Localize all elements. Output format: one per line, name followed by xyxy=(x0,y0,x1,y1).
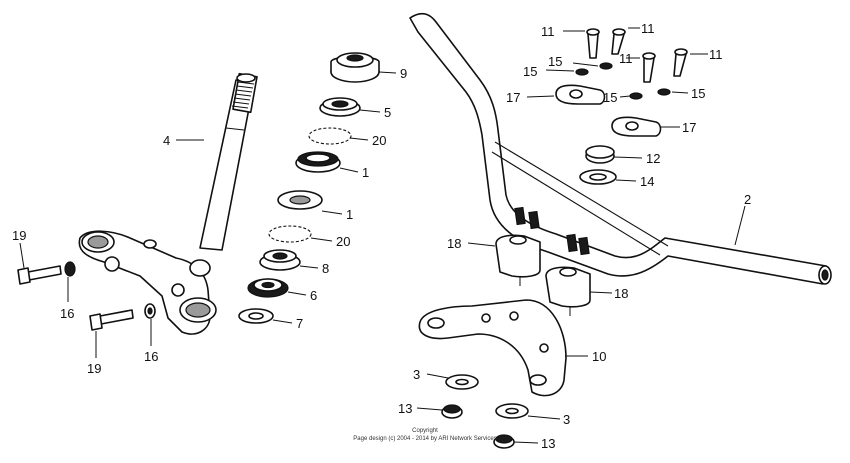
lock-washer-12 xyxy=(585,145,615,164)
callout-labels: 11 11 11 11 15 15 15 15 17 17 12 14 2 18… xyxy=(12,21,751,451)
nut-upper xyxy=(64,261,76,277)
steel-ball-set-upper xyxy=(308,127,352,145)
callout-13: 13 xyxy=(398,401,412,416)
upper-holder-right xyxy=(611,116,662,137)
callout-18: 18 xyxy=(447,236,461,251)
dust-seal xyxy=(247,278,289,298)
copyright-line-1: Copyright xyxy=(412,428,438,434)
nut-13-right xyxy=(493,434,515,449)
ball-race-upper xyxy=(295,151,341,173)
callout-16: 16 xyxy=(144,349,158,364)
callout-11: 11 xyxy=(709,47,723,62)
callout-15: 15 xyxy=(691,86,705,101)
pinch-bolt-lower xyxy=(89,309,134,331)
callout-18: 18 xyxy=(614,286,628,301)
callout-20: 20 xyxy=(336,234,350,249)
callout-8: 8 xyxy=(322,261,329,276)
holder-washers xyxy=(575,62,671,100)
washer-3-left xyxy=(445,374,479,390)
leader-lines xyxy=(19,27,746,444)
handlebar xyxy=(409,12,832,285)
callout-5: 5 xyxy=(384,105,391,120)
lower-holder-left xyxy=(495,234,541,286)
handlebar-bracket xyxy=(418,299,567,397)
cone-race-lower xyxy=(259,249,301,271)
callout-15: 15 xyxy=(523,64,537,79)
steering-stem xyxy=(78,72,258,335)
washer-3-right xyxy=(495,403,529,419)
callout-12: 12 xyxy=(646,151,660,166)
callout-15: 15 xyxy=(603,90,617,105)
callout-3: 3 xyxy=(413,367,420,382)
copyright-notice: Copyright Page design (c) 2004 - 2014 by… xyxy=(353,428,496,442)
callout-7: 7 xyxy=(296,316,303,331)
knurl-mark-left xyxy=(514,206,526,226)
callout-1: 1 xyxy=(346,207,353,222)
knurl-mark-right xyxy=(566,233,578,253)
pinch-bolt-upper xyxy=(17,265,62,285)
callout-11: 11 xyxy=(541,24,555,39)
callout-14: 14 xyxy=(640,174,654,189)
dust-seal-washer xyxy=(238,308,274,324)
callout-19: 19 xyxy=(87,361,101,376)
callout-17: 17 xyxy=(682,120,696,135)
callout-9: 9 xyxy=(400,66,407,81)
nut-lower xyxy=(144,303,156,319)
lower-holder-right xyxy=(545,266,591,316)
callout-3: 3 xyxy=(563,412,570,427)
callout-19: 19 xyxy=(12,228,26,243)
callout-17: 17 xyxy=(506,90,520,105)
callout-10: 10 xyxy=(592,349,606,364)
callout-11: 11 xyxy=(641,21,655,36)
copyright-line-2: Page design (c) 2004 - 2014 by ARI Netwo… xyxy=(353,436,496,442)
callout-13: 13 xyxy=(541,436,555,451)
nut-13-left xyxy=(441,404,463,419)
steel-ball-set-lower xyxy=(268,225,312,243)
stem-nut xyxy=(330,52,380,83)
callout-6: 6 xyxy=(310,288,317,303)
holder-bolts xyxy=(586,28,688,83)
callout-20: 20 xyxy=(372,133,386,148)
ball-race-lower xyxy=(277,190,323,210)
callout-2: 2 xyxy=(744,192,751,207)
callout-4: 4 xyxy=(163,133,170,148)
washer-14 xyxy=(579,169,617,185)
cone-race-upper xyxy=(319,97,361,117)
upper-holder-left xyxy=(555,84,606,105)
callout-11: 11 xyxy=(619,51,633,66)
callout-1: 1 xyxy=(362,165,369,180)
callout-15: 15 xyxy=(548,54,562,69)
callout-16: 16 xyxy=(60,306,74,321)
